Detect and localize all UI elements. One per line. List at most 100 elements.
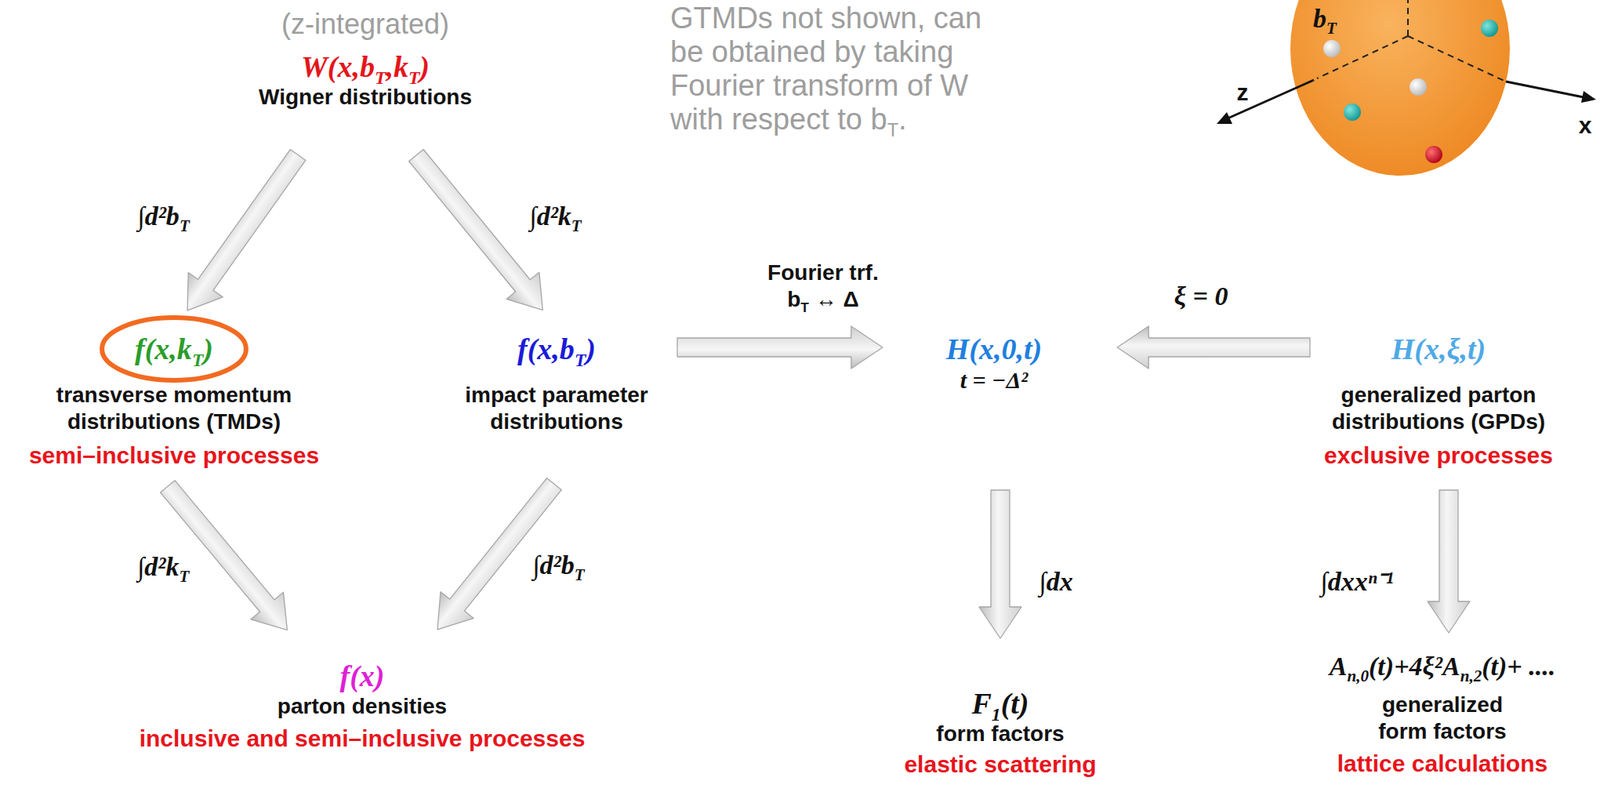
text-run: ) bbox=[203, 332, 214, 366]
proton-ellipse bbox=[1290, 0, 1510, 176]
text-run: ∫d²b bbox=[137, 201, 180, 231]
highlight-ring bbox=[101, 317, 247, 381]
description: form factors bbox=[936, 720, 1064, 748]
parton-dot bbox=[1323, 39, 1341, 58]
subscript: n,2 bbox=[1460, 666, 1483, 686]
text-run: . bbox=[898, 102, 908, 136]
description: parton densities bbox=[277, 692, 447, 720]
text-run: (z-integrated) bbox=[281, 7, 450, 40]
note-text: (z-integrated) bbox=[281, 7, 450, 41]
process-type: inclusive and semi–inclusive processes bbox=[139, 724, 586, 753]
formula: t = −Δ² bbox=[960, 366, 1028, 395]
edge-label: ∫d²bT bbox=[137, 200, 189, 233]
text-run: Wigner distributions bbox=[258, 84, 472, 109]
text-run: z bbox=[1237, 79, 1249, 106]
text-run: ∫dxxⁿ⁻¹ bbox=[1320, 566, 1394, 596]
text-run: f(x) bbox=[340, 659, 385, 693]
generalized-form-factor-node: An,0(t)+4ξ²An,2(t)+ .... generalized form… bbox=[1324, 644, 1561, 783]
text-run: generalized parton distributions (GPDs) bbox=[1331, 382, 1546, 434]
text-run: (t)+4ξ²A bbox=[1368, 651, 1461, 681]
edge-label: ∫d²kT bbox=[137, 551, 189, 583]
text-run: generalized form factors bbox=[1378, 692, 1506, 744]
text-run: b bbox=[1313, 3, 1327, 33]
text-run: A bbox=[1329, 651, 1348, 681]
formula: H(x,0,t) bbox=[946, 331, 1042, 367]
text-run: H(x,0,t) bbox=[946, 332, 1042, 366]
text-run: form factors bbox=[936, 721, 1064, 746]
subscript: T bbox=[178, 566, 189, 586]
edge-label: ∫d²kT bbox=[529, 200, 581, 233]
text-run: ∫d²b bbox=[532, 550, 575, 580]
formula: f(x,kT) bbox=[134, 331, 214, 367]
subscript: T bbox=[887, 119, 899, 141]
subscript: T bbox=[179, 215, 190, 235]
block-arrow bbox=[187, 149, 306, 311]
text-run: semi–inclusive processes bbox=[29, 442, 320, 469]
parton-dot bbox=[1480, 19, 1499, 37]
description: Wigner distributions bbox=[258, 83, 472, 111]
note-text: GTMDs not shown, can be obtained by taki… bbox=[670, 1, 1004, 137]
text-run: t = −Δ² bbox=[960, 366, 1028, 393]
z-axis-arrowhead bbox=[1216, 112, 1233, 124]
subscript: T bbox=[571, 215, 582, 235]
x-axis-arrowhead bbox=[1581, 90, 1597, 103]
text-run: F bbox=[971, 686, 991, 720]
block-arrow bbox=[677, 326, 883, 369]
formula: f(x,bT) bbox=[517, 331, 596, 367]
text-run: lattice calculations bbox=[1337, 750, 1548, 777]
process-type: semi–inclusive processes bbox=[29, 441, 320, 470]
text-run: GTMDs not shown, can be obtained by taki… bbox=[670, 1, 982, 136]
block-arrow bbox=[1427, 489, 1470, 633]
text-run: transverse momentum distributions (TMDs) bbox=[56, 382, 292, 434]
text-run: elastic scattering bbox=[903, 751, 1096, 777]
block-arrow bbox=[1117, 326, 1310, 369]
text-run: exclusive processes bbox=[1324, 442, 1553, 469]
edge-label: Fourier trf. bT ↔ Δ bbox=[760, 259, 886, 313]
process-type: elastic scattering bbox=[903, 750, 1096, 779]
text-run: ,k bbox=[385, 50, 409, 84]
axis-dashed-line bbox=[1317, 36, 1408, 79]
description: generalized form factors bbox=[1367, 691, 1517, 745]
parton-density-node: f(x)parton densities inclusive and semi–i… bbox=[134, 653, 591, 758]
text-run: H(x,ξ,t) bbox=[1391, 332, 1487, 366]
zero-skewness-node: H(x,0,t)t = −Δ² bbox=[941, 326, 1047, 400]
axis-label: z bbox=[1237, 78, 1249, 107]
text-run: ∫d²k bbox=[529, 201, 572, 231]
axis-label: x bbox=[1578, 111, 1593, 140]
impact-parameter-node: f(x,bT) impact parameter distributions bbox=[442, 326, 672, 440]
gpd-node: H(x,ξ,t) generalized parton distributions… bbox=[1316, 326, 1561, 475]
block-arrow bbox=[979, 489, 1022, 639]
text-run: ∫dx bbox=[1038, 566, 1073, 596]
subscript: T bbox=[574, 349, 586, 371]
x-axis-line bbox=[1505, 81, 1584, 98]
parton-dot bbox=[1343, 103, 1361, 121]
description: transverse momentum distributions (TMDs) bbox=[17, 381, 331, 436]
text-run: ↔ Δ bbox=[809, 286, 860, 312]
text-run: impact parameter distributions bbox=[464, 382, 648, 434]
text-run: W(x,b bbox=[301, 50, 375, 84]
form-factor-node: F1(t)form factorselastic scattering bbox=[899, 681, 1101, 784]
edge-label: ∫dx bbox=[1038, 565, 1073, 598]
text-run: ) bbox=[585, 332, 596, 366]
formula: W(x,bT,kT) bbox=[301, 49, 430, 84]
subscript: T bbox=[800, 299, 810, 316]
text-run: f(x,k bbox=[134, 332, 193, 366]
text-run: ξ = 0 bbox=[1174, 281, 1229, 311]
subscript: T bbox=[408, 67, 420, 88]
block-arrow bbox=[409, 148, 544, 310]
formula: An,0(t)+4ξ²An,2(t)+ .... bbox=[1329, 649, 1556, 684]
subscript: T bbox=[374, 67, 386, 88]
tmd-node: f(x,kT) transverse momentum distributions… bbox=[12, 326, 336, 475]
text-run: ∫d²k bbox=[137, 551, 180, 581]
edge-label: ∫dxxⁿ⁻¹ bbox=[1320, 565, 1394, 598]
process-type: exclusive processes bbox=[1324, 441, 1553, 470]
parton-dot bbox=[1409, 78, 1427, 96]
text-run: f(x,b bbox=[517, 332, 575, 366]
subscript: T bbox=[192, 349, 204, 371]
text-run: parton densities bbox=[277, 693, 447, 719]
axis-label: bT bbox=[1313, 3, 1337, 35]
subscript: 1 bbox=[991, 703, 1002, 725]
block-arrow bbox=[160, 480, 288, 631]
